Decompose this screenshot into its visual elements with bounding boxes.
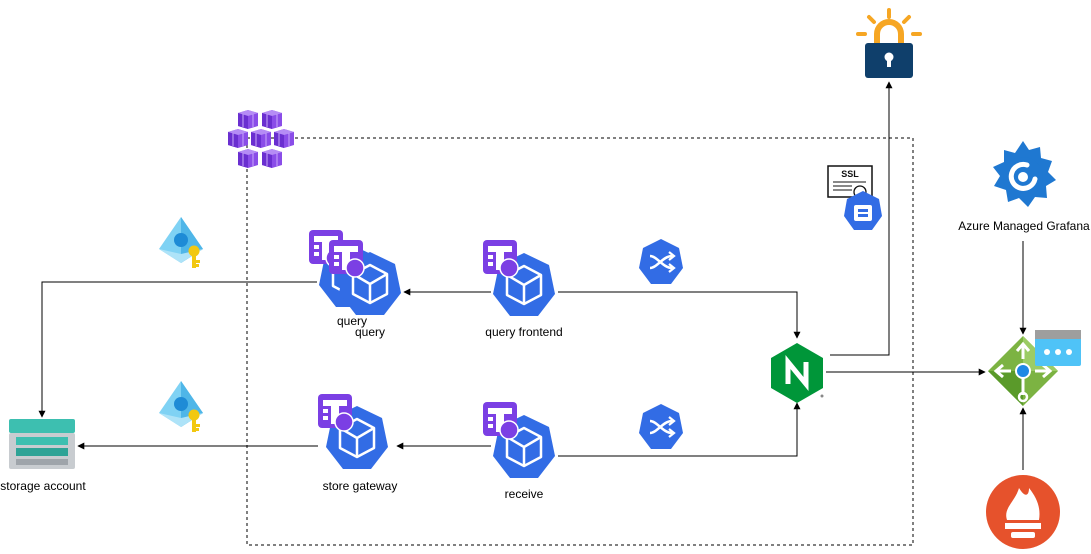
deployment-icon xyxy=(317,393,354,432)
nginx-registered-dot xyxy=(820,394,824,398)
store-gateway-label: store gateway xyxy=(323,479,398,493)
managed-identity-icon xyxy=(159,381,203,432)
storage-account-icon xyxy=(9,419,75,469)
deployment-icon xyxy=(482,239,519,278)
query-frontend-label: query frontend xyxy=(485,325,562,339)
connector-frontend-to-nginx xyxy=(558,291,801,339)
grafana-label: Azure Managed Grafana xyxy=(958,219,1090,233)
connector-nginx-to-keyvault xyxy=(830,81,893,356)
service-icon-receive xyxy=(637,402,685,451)
aks-cluster-icon xyxy=(227,109,295,169)
svg-text:SSL: SSL xyxy=(841,169,859,179)
connector-receive-to-nginx xyxy=(558,402,801,457)
deployment-icon xyxy=(328,239,365,278)
aks-cluster-boundary xyxy=(246,137,914,546)
connector-query-to-storage xyxy=(38,281,317,418)
prometheus-icon xyxy=(986,475,1060,549)
service-icon-query xyxy=(637,237,685,286)
query-label-secondary: query xyxy=(355,325,385,339)
deployment-icon xyxy=(482,401,519,440)
secret-store-icon xyxy=(844,191,882,230)
grafana-icon xyxy=(993,141,1056,207)
key-vault-lock-icon xyxy=(856,8,922,78)
nginx-ingress-icon xyxy=(771,343,823,403)
storage-account-label: storage account xyxy=(0,479,86,493)
managed-identity-icon xyxy=(159,217,203,268)
query-label-primary: query xyxy=(337,314,367,328)
app-window-icon xyxy=(1035,330,1081,366)
receive-label: receive xyxy=(505,487,544,501)
